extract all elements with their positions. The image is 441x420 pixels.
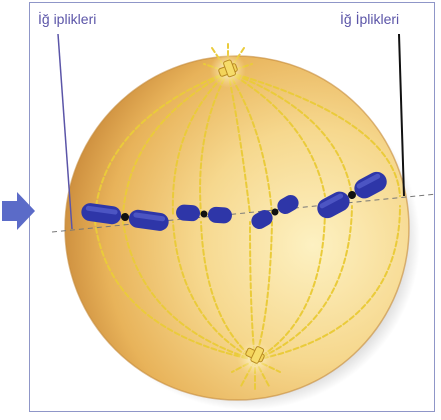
leader-line-left (58, 34, 72, 229)
right-arrow-icon (2, 192, 35, 230)
label-spindle-fibers-left: İğ iplikleri (38, 11, 96, 27)
label-spindle-fibers-right: İğ İplikleri (340, 11, 399, 27)
